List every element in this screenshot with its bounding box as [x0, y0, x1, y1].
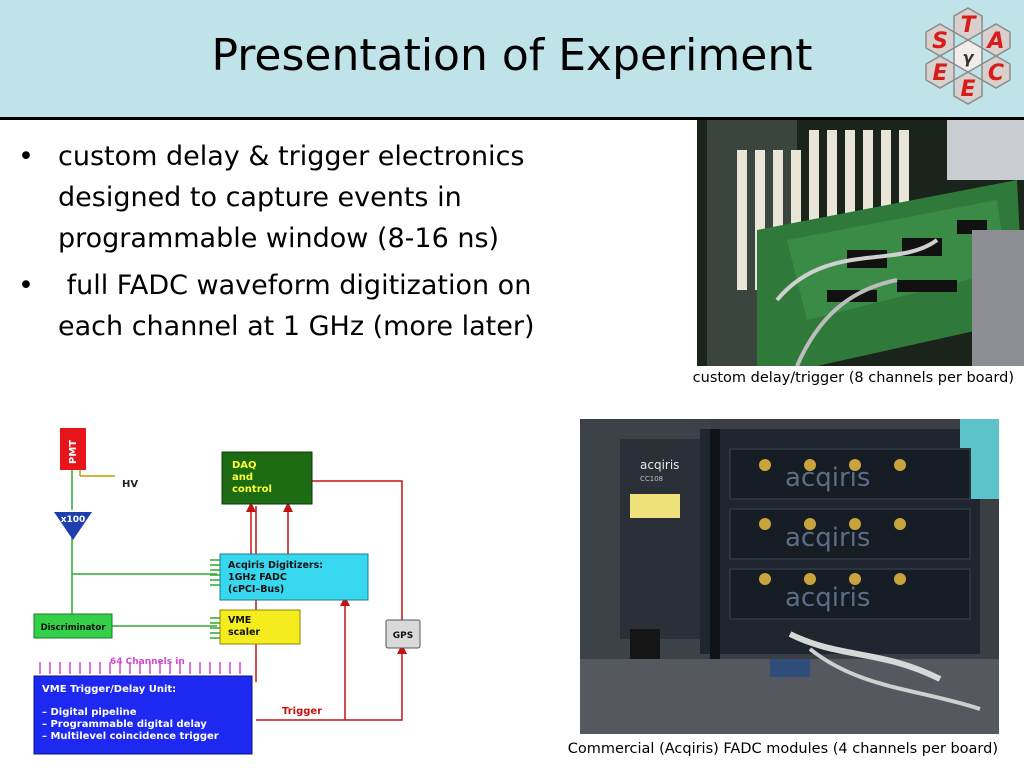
logo-letter-s: S — [932, 29, 948, 54]
digitizer-input-ticks — [210, 559, 220, 586]
bullet-list: • custom delay & trigger electronics des… — [18, 136, 588, 353]
daq-label: control — [232, 484, 272, 495]
slide-title: Presentation of Experiment — [211, 30, 813, 81]
acqiris-module-label: acqiris — [785, 583, 870, 613]
amplifier-triangle — [54, 512, 92, 540]
logo-letter-gamma: γ — [963, 48, 975, 67]
stace-logo: T S A γ E C E — [925, 7, 1011, 105]
delay-trigger-caption: custom delay/trigger (8 channels per boa… — [692, 370, 1014, 386]
pmt-label: PMT — [68, 440, 79, 464]
logo-hex-bottom — [953, 71, 983, 105]
arrowheads — [246, 502, 407, 654]
acqiris-caption: Commercial (Acqiris) FADC modules (4 cha… — [567, 741, 998, 757]
discriminator-label: Discriminator — [41, 623, 107, 633]
delay-trigger-board-photo — [697, 120, 1024, 366]
logo-letter-c: C — [988, 61, 1004, 86]
bullet-text: custom delay & trigger electronics desig… — [58, 141, 525, 254]
scaler-label: VME — [228, 615, 251, 626]
bullet-item: • custom delay & trigger electronics des… — [18, 136, 588, 259]
bullet-item: • full FADC waveform digitization on eac… — [18, 265, 588, 347]
digitizer-label: 1GHz FADC — [228, 572, 287, 583]
digitizer-label: (cPCI–Bus) — [228, 584, 284, 595]
daq-block — [221, 451, 313, 505]
vme-trigger-unit-block — [33, 675, 253, 755]
acqiris-model: CC108 — [640, 475, 663, 483]
digitizer-label: Acqiris Digitizers: — [228, 560, 323, 571]
pmt-block — [60, 428, 86, 470]
bullet-mark: • — [18, 270, 34, 301]
acqiris-brand: acqiris — [640, 458, 679, 472]
bullet-mark: • — [18, 141, 34, 172]
amplifier-label: x100 — [61, 515, 86, 525]
vme-unit-label: – Programmable digital delay — [42, 719, 207, 730]
block-diagram: PMT HV x100 DAQ and control Acqiris Digi… — [33, 428, 421, 755]
vme-unit-label: VME Trigger/Delay Unit: — [42, 684, 176, 695]
logo-letter-e1: E — [932, 61, 947, 86]
logo-letter-e2: E — [960, 77, 975, 102]
scaler-input-ticks — [210, 617, 220, 639]
logo-hex-left-bottom — [925, 55, 955, 89]
vme-unit-label: – Digital pipeline — [42, 707, 137, 718]
acqiris-fadc-photo: acqiris acqiris acqiris acqiris CC108 — [580, 419, 999, 734]
control-lines — [250, 480, 403, 721]
scaler-label: scaler — [228, 627, 260, 638]
bullet-text: full FADC waveform digitization on each … — [58, 270, 540, 342]
daq-label: and — [232, 472, 253, 483]
hv-label: HV — [122, 479, 138, 490]
logo-letter-t: T — [960, 13, 977, 38]
vme-unit-label: – Multilevel coincidence trigger — [42, 731, 219, 742]
logo-hex-right-bottom — [981, 55, 1011, 89]
digitizer-block — [219, 553, 369, 601]
trigger-label: Trigger — [282, 706, 322, 717]
gps-block — [385, 619, 421, 649]
title-bar: Presentation of Experiment T S A γ E C E — [0, 0, 1024, 120]
gps-label: GPS — [393, 631, 413, 641]
signal-lines — [71, 470, 220, 639]
discriminator-block — [33, 613, 113, 639]
channel-lines — [39, 662, 241, 674]
scaler-block — [219, 609, 301, 645]
channels-label: 64 Channels in — [110, 657, 185, 667]
logo-letter-a: A — [985, 29, 1004, 54]
daq-label: DAQ — [232, 460, 257, 471]
